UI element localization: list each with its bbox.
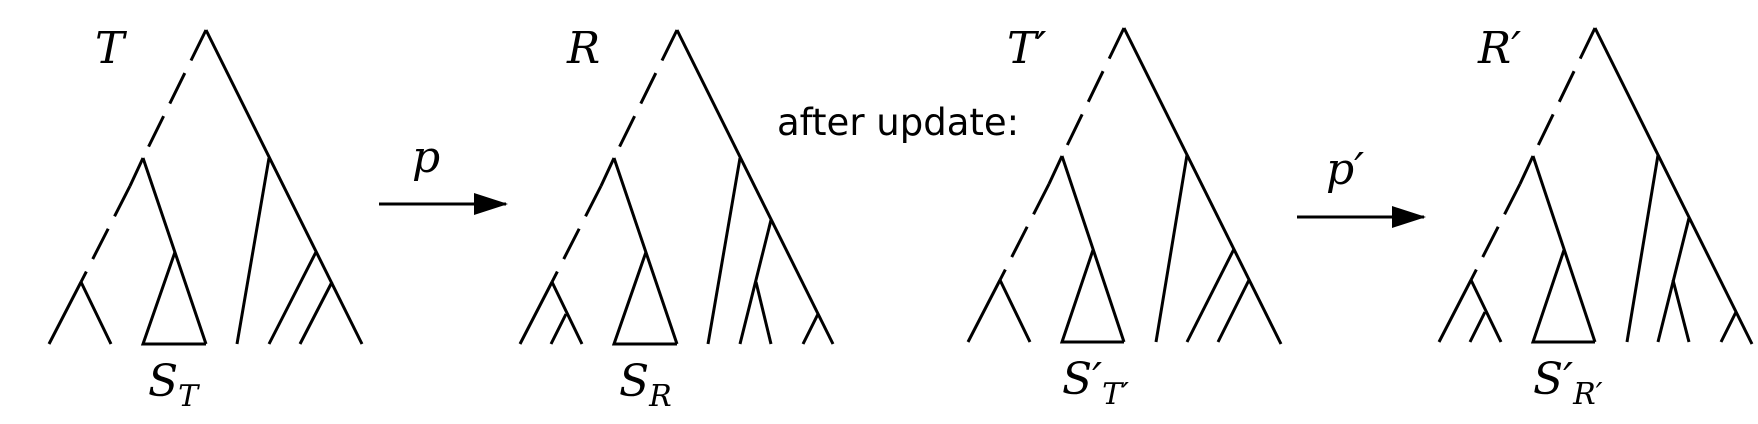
tree-r-edge [550,281,584,345]
subtree-s-t-label: ST [148,356,200,414]
tree-t-dashed-upper [141,29,208,159]
tree-r-edge [801,313,820,345]
tree-r-right-spine [675,29,835,345]
tree-t-prime-subtree-s [1059,249,1124,344]
subtree-s-r-label: SR [619,356,672,414]
tree-r-edge [738,219,773,345]
subtree-label-subscript: R′ [1572,377,1603,412]
tree-r-prime-edge [1468,311,1487,343]
tree-t-edge [267,251,318,345]
tree-t-edge [128,157,145,187]
tree-t-prime-edge [1185,248,1236,343]
tree-r-prime-edge [1671,279,1691,343]
tree-t-prime-edge [966,279,1002,343]
svg-text:SR: SR [619,356,672,414]
tree-r-edge [754,281,773,345]
tree-t-subtree-s [140,251,206,346]
tree-t-prime-dashed-upper [1060,27,1126,157]
tree-r-prime-right-spine [1593,27,1754,345]
tree-r-dashed-upper [612,29,679,159]
tree-t-prime: T′ S′T′ [966,23,1283,412]
subtree-label-base: S [619,356,649,407]
subtree-label-subscript: R [648,379,672,414]
tree-r-prime-label: R′ [1477,23,1521,74]
tree-r-prime-edge [1719,311,1738,343]
tree-t-prime-edge [1047,155,1064,185]
subtree-label-base: S′ [1062,354,1102,405]
tree-r-edge [549,313,568,345]
tree-t-prime-right-spine [1122,27,1283,345]
tree-t-label: T [95,23,128,74]
subtree-label-base: S′ [1533,354,1573,405]
subtree-s-t-prime-label: S′T′ [1062,354,1129,412]
tree-r-edge [599,157,616,187]
tree-r-dashed-lower [550,185,603,283]
tree-r-prime-subtree-s [1530,249,1595,344]
tree-t-prime-dashed-lower [998,183,1051,281]
after-update-caption: after update: [777,101,1019,144]
tree-r: R SR [518,23,835,414]
tree-r-prime-edge [1625,154,1660,343]
tree-t-prime-label: T′ [1007,23,1046,74]
tree-r-prime-dashed-lower [1469,183,1522,281]
tree-t-prime-edge [1154,154,1189,343]
tree-t-dashed-lower [79,185,132,283]
tree-r-subtree-s [611,251,677,346]
map-p-label: p [412,132,440,183]
svg-text:ST: ST [148,356,200,414]
map-p-prime: p′ [1297,144,1426,228]
tree-r-edge [518,281,554,345]
tree-r-prime: R′ S′R′ [1437,23,1754,412]
tree-t-edge [141,157,208,345]
tree-t-prime-edge [1216,279,1251,343]
tree-t-edge [298,281,334,345]
tree-t: T ST [47,23,364,414]
tree-r-prime-edge [1518,155,1535,185]
map-p: p [379,132,508,215]
svg-text:S′R′: S′R′ [1533,354,1603,412]
tree-r-edge [706,157,742,345]
tree-r-prime-edge [1469,279,1503,343]
tree-t-edge [235,157,271,345]
tree-r-prime-edge [1531,155,1597,343]
subtree-label-base: S [148,356,178,407]
subtree-s-r-prime-label: S′R′ [1533,354,1603,412]
tree-t-prime-edge [1060,155,1126,343]
tree-r-prime-edge [1437,279,1473,343]
map-p-prime-label: p′ [1326,144,1364,195]
tree-r-edge [612,157,679,345]
subtree-label-subscript: T [178,379,200,414]
tree-r-prime-dashed-upper [1531,27,1597,157]
svg-text:S′T′: S′T′ [1062,354,1129,412]
tree-t-prime-edge [998,279,1032,343]
tree-r-label: R [566,23,600,74]
subtree-label-subscript: T′ [1102,377,1129,412]
tree-t-edge [79,281,113,345]
tree-t-right-spine [204,29,364,345]
tree-t-edge [47,281,83,345]
